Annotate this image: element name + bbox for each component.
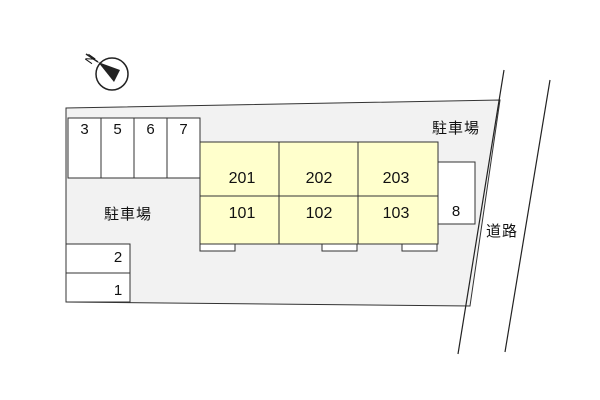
parking-slot-label: 7 — [179, 121, 188, 138]
unit-label: 201 — [228, 170, 256, 187]
building-step-3 — [401, 243, 438, 252]
building-step-2 — [321, 243, 358, 252]
parking-slot-8 — [437, 161, 476, 225]
unit-label: 103 — [382, 205, 410, 222]
parking-slot-label: 8 — [451, 203, 461, 220]
compass-icon — [85, 53, 129, 91]
building-step-1 — [199, 243, 236, 252]
parking-slot-label: 1 — [113, 282, 123, 299]
unit-label: 102 — [305, 205, 333, 222]
road-edge-right — [504, 79, 551, 353]
parking-slot-label: 6 — [146, 121, 155, 138]
parking-slot-label: 2 — [113, 249, 123, 266]
road-edge-left — [457, 69, 505, 355]
unit-label: 202 — [305, 170, 333, 187]
parking-slots-left — [65, 243, 131, 303]
parking-label-top: 駐車場 — [432, 120, 481, 137]
parking-slots-top — [67, 117, 201, 179]
unit-label: 203 — [382, 170, 410, 187]
unit-label: 101 — [228, 205, 256, 222]
road-label: 道路 — [486, 223, 519, 240]
building — [199, 141, 439, 252]
parking-label-left: 駐車場 — [104, 206, 153, 223]
parking-slot-label: 5 — [113, 121, 122, 138]
parking-slot-label: 3 — [80, 121, 89, 138]
